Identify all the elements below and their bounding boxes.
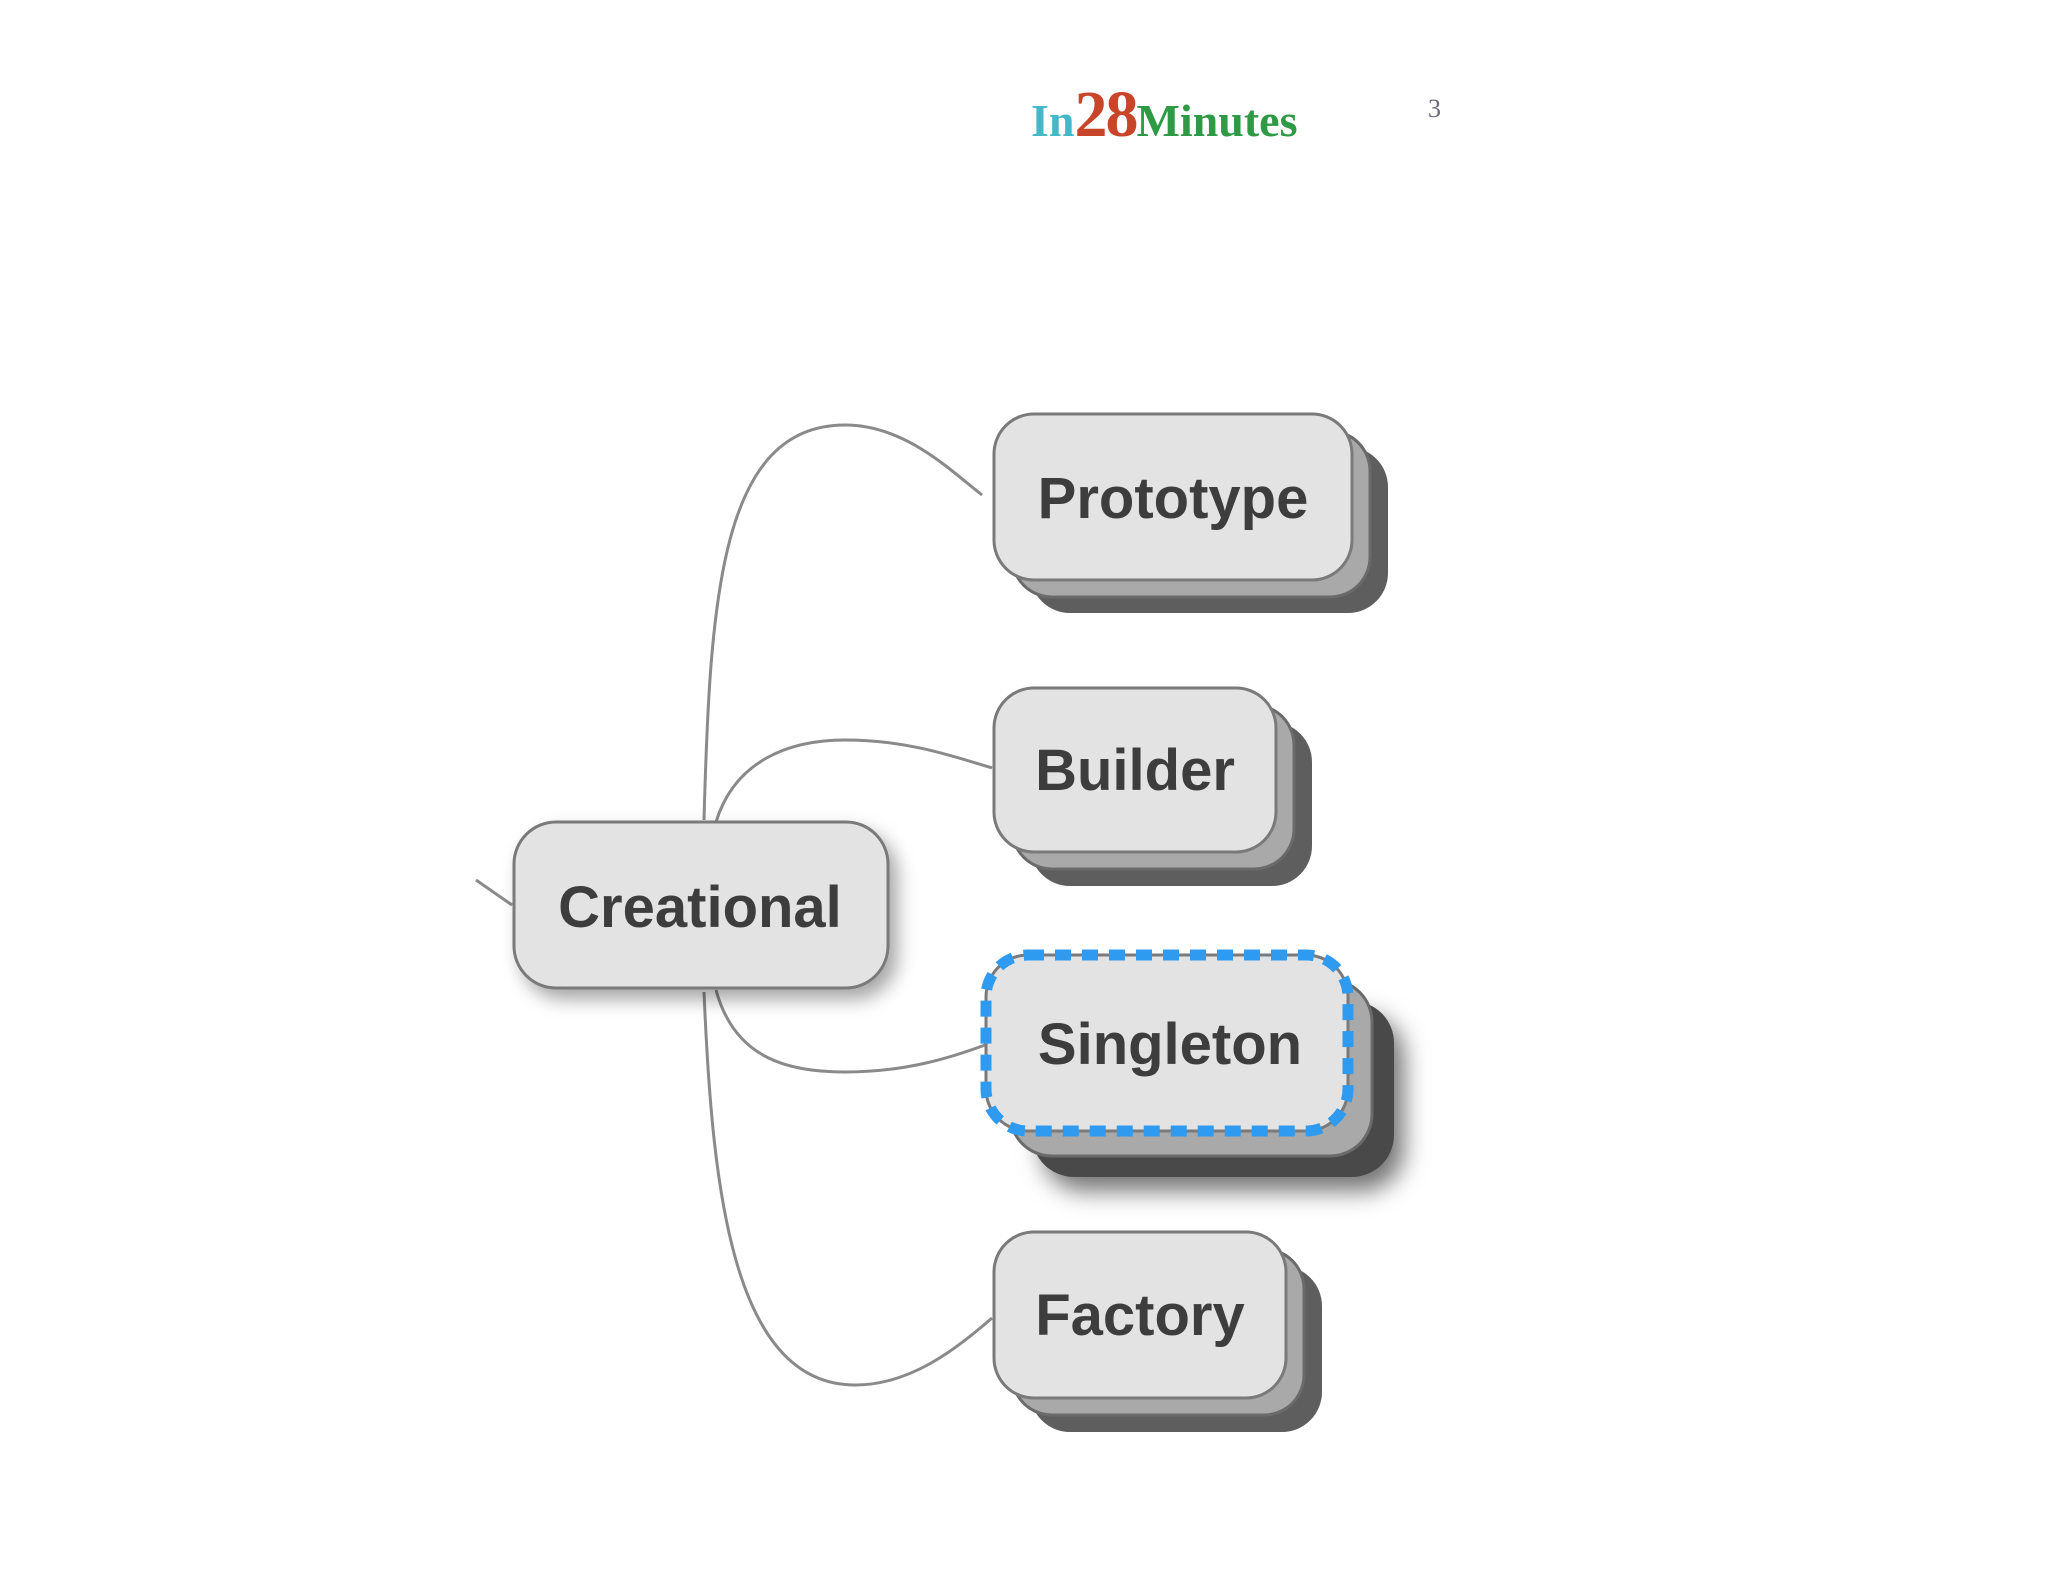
connector-prototype bbox=[702, 423, 983, 821]
logo-text-28: 28 bbox=[1074, 78, 1138, 151]
node-builder-box bbox=[992, 686, 1278, 854]
logo-text-minutes: Minutes bbox=[1136, 95, 1298, 146]
connector-builder bbox=[714, 738, 993, 823]
logo-text-in: In bbox=[1031, 95, 1075, 146]
connector-singleton bbox=[714, 989, 986, 1074]
node-creational-label: Creational bbox=[558, 875, 842, 940]
node-creational[interactable]: Creational bbox=[512, 820, 890, 990]
node-singleton[interactable]: Singleton bbox=[980, 949, 1394, 1177]
node-prototype[interactable]: Prototype bbox=[992, 412, 1388, 613]
node-factory-label: Factory bbox=[1035, 1283, 1245, 1348]
node-prototype-box bbox=[992, 412, 1354, 582]
in28minutes-logo: In28Minutes bbox=[1031, 82, 1297, 148]
node-singleton-selection-outline bbox=[980, 949, 1354, 1137]
node-factory[interactable]: Factory bbox=[992, 1230, 1322, 1432]
connector-factory bbox=[702, 991, 993, 1387]
page-number: 3 bbox=[1428, 94, 1441, 123]
node-builder[interactable]: Builder bbox=[992, 686, 1312, 886]
node-builder-label: Builder bbox=[1035, 738, 1235, 803]
node-factory-box bbox=[992, 1230, 1288, 1400]
connector-parent-stub bbox=[475, 878, 513, 907]
connectors bbox=[475, 423, 993, 1387]
node-singleton-label: Singleton bbox=[1038, 1012, 1302, 1077]
node-prototype-label: Prototype bbox=[1038, 466, 1309, 531]
